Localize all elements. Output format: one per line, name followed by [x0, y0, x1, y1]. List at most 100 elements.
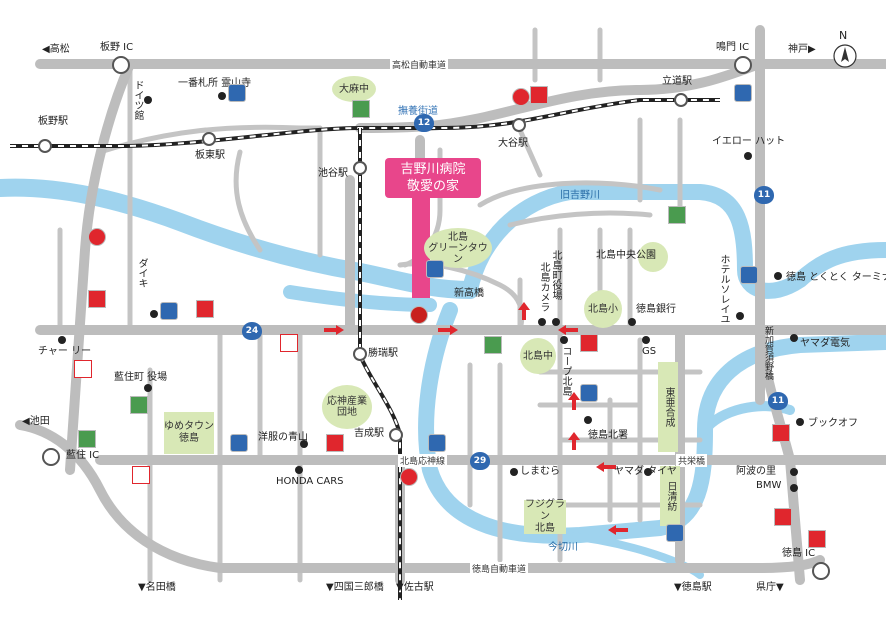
itanohigashi-station-icon — [202, 132, 216, 146]
tokudoku-terminal-label: 徳島 とくとく ターミナル — [786, 272, 886, 283]
germany-house-dot — [144, 96, 152, 104]
lawson-icon-north — [734, 84, 752, 102]
familymart-icon — [352, 100, 370, 118]
honda-cars-dot — [295, 466, 303, 474]
aoyama-label: 洋服の青山 — [258, 432, 308, 443]
yamada-denki-label: ヤマダ電気 — [800, 338, 850, 349]
imagiri-river-label: 今切川 — [548, 542, 578, 553]
tatemichi-station-icon — [674, 93, 688, 107]
kfc-icon — [772, 424, 790, 442]
tokushima-ic-icon — [812, 562, 830, 580]
youme-town: ゆめタウン 徳島 — [164, 412, 214, 454]
shinkagasuno-bridge-label: 新加賀須野橋 — [763, 326, 773, 380]
kitajima-camera-dot — [538, 318, 546, 326]
kitajima-camera-label: 北島カメラ — [538, 262, 549, 312]
nisshinbo: 日清紡 — [660, 466, 680, 526]
aizumi-ic-icon — [42, 448, 60, 466]
book-off-dot — [796, 418, 804, 426]
sukiya-icon-west — [88, 290, 106, 308]
ministop-icon-south — [230, 434, 248, 452]
seven-eleven-icon — [280, 334, 298, 352]
mcdonalds-icon-east — [808, 530, 826, 548]
kyu-yoshino-river-label: 旧吉野川 — [560, 190, 600, 201]
kitajima-town-office-dot — [552, 318, 560, 326]
edge-meiji-bashi: ▼名田橋 — [138, 582, 176, 593]
charley-dot — [58, 336, 66, 344]
mcdonalds-icon — [580, 334, 598, 352]
shimamura-label: しまむら — [520, 466, 560, 477]
toa-gosei: 東亜合成 — [658, 362, 678, 452]
kitajima-town-office-label: 北島町役場 — [550, 250, 561, 300]
itano-ic-label: 板野 IC — [100, 42, 134, 53]
itano-station-icon — [38, 139, 52, 153]
itano-ic-icon — [112, 56, 130, 74]
shoshi-station-label: 勝瑞駅 — [368, 348, 398, 359]
aoyama-dot — [300, 440, 308, 448]
awa-no-sato-label: 阿波の里 — [736, 466, 776, 477]
bmw-label: BMW — [756, 480, 782, 491]
daiki-dot — [150, 310, 158, 318]
ryozenji-dot — [218, 92, 226, 100]
ryozenji-label: 一番札所 霊山寺 — [178, 78, 252, 89]
gas-station-dot — [642, 336, 650, 344]
aizumi-town-office-dot — [144, 384, 152, 392]
lawson-icon-south — [428, 434, 446, 452]
circle-k-icon — [512, 88, 530, 106]
shinko-bridge-label: 新高橋 — [454, 288, 484, 299]
kitajima-chuo-park-label: 北島中央公園 — [596, 250, 656, 261]
ministop-icon — [426, 260, 444, 278]
route-29-shield: 29 — [470, 452, 490, 470]
ikenotani-station-label: 池谷駅 — [318, 168, 348, 179]
sukiya-icon-east — [774, 508, 792, 526]
bmw-dot — [790, 484, 798, 492]
takamatsu-expressway-label: 高松自動車道 — [390, 58, 449, 71]
hospital-label: 吉野川病院 敬愛の家 — [385, 158, 481, 198]
sukiya-icon-center — [196, 300, 214, 318]
tatemichi-station-label: 立道駅 — [662, 76, 692, 87]
otani-station-label: 大谷駅 — [498, 138, 528, 149]
daiki-label: ダイキ — [136, 258, 147, 288]
familymart-icon-ic — [78, 430, 96, 448]
kitajima-elementary: 北島小 — [584, 290, 622, 328]
route-11-shield-north: 11 — [754, 186, 774, 204]
kitajima-ojin-line-label: 北島応神線 — [398, 454, 448, 467]
tokudoku-terminal-dot — [774, 272, 782, 280]
itanohigashi-station-label: 板東駅 — [195, 150, 225, 161]
honda-cars-label: HONDA CARS — [276, 476, 344, 487]
gusto-icon — [410, 306, 428, 324]
sukiya-icon-south — [326, 434, 344, 452]
charley-label: チャー リー — [38, 346, 92, 357]
circle-k-icon-south — [400, 468, 418, 486]
edge-tokushima-station: ▼徳島駅 — [674, 582, 712, 593]
hotel-soleil-dot — [736, 312, 744, 320]
familymart-icon-kitajima — [484, 336, 502, 354]
lawson-icon — [228, 84, 246, 102]
itano-station-label: 板野駅 — [38, 116, 68, 127]
edge-ikeda: ◀池田 — [22, 416, 50, 427]
circle-k-icon-west — [88, 228, 106, 246]
hospital-pointer — [412, 198, 430, 298]
tokushima-expressway-label: 徳島自動車道 — [470, 562, 529, 575]
familymart-icon-east — [668, 206, 686, 224]
tokushima-ic-label: 徳島 IC — [782, 548, 816, 559]
gas-station-label: GS — [642, 346, 657, 357]
ministop-icon-coop — [580, 384, 598, 402]
yellow-hat-dot — [744, 152, 752, 160]
sukiya-icon — [530, 86, 548, 104]
germany-house-label: ドイツ館 — [132, 80, 143, 120]
edge-kobe: 神戸▶ — [788, 44, 816, 55]
coop-kitajima-label: コープ北島 — [560, 346, 571, 396]
kitajima-junior-high: 北島中 — [520, 338, 556, 374]
route-12-shield: 12 — [414, 114, 434, 132]
yamada-denki-dot — [790, 334, 798, 342]
compass-n-label: N — [839, 29, 848, 42]
yamada-tire-dot — [644, 468, 652, 476]
tokushima-north-police-label: 徳島北署 — [588, 430, 628, 441]
compass: N — [832, 29, 858, 70]
yellow-hat-label: イエロー ハット — [712, 136, 786, 147]
edge-sako-station: ▼佐古駅 — [396, 582, 434, 593]
edge-shikoku-saburo: ▼四国三郎橋 — [326, 582, 384, 593]
kyoei-bridge-label: 共栄橋 — [676, 454, 708, 467]
edge-takamatsu: ◀高松 — [42, 44, 70, 55]
